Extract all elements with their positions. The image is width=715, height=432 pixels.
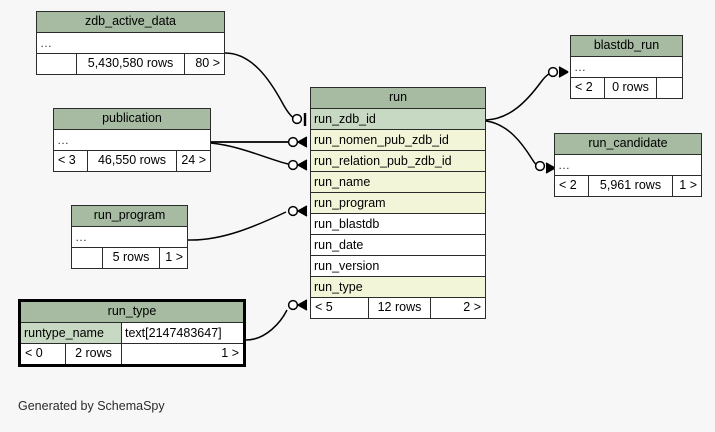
table-footer: < 0 2 rows 1 > (21, 344, 243, 364)
edge-run-program-to-run (187, 205, 308, 241)
edge-run-to-blastdb-run (485, 66, 569, 121)
cardinality-zero-marker (287, 205, 299, 217)
cardinality-zero-marker (534, 160, 546, 172)
footer-parent-count[interactable]: < 5 (311, 298, 369, 318)
cardinality-many-marker (297, 136, 308, 148)
cardinality-zero-marker (547, 66, 559, 78)
table-column-run-relation-pub-zdb-id[interactable]: run_relation_pub_zdb_id (311, 151, 485, 172)
footer-parent-count[interactable]: < 2 (571, 78, 605, 98)
table-title: run_program (72, 206, 187, 227)
footer-row-count: 5,430,580 rows (77, 54, 185, 74)
table-title: run (311, 88, 485, 109)
table-run-candidate[interactable]: run_candidate … < 2 5,961 rows 1 > (554, 133, 702, 197)
footer-parent-count[interactable]: < 2 (555, 176, 589, 196)
footer-parent-count[interactable]: < 0 (21, 344, 66, 364)
table-footer: < 2 0 rows (571, 78, 682, 98)
cardinality-zero-marker (291, 113, 303, 125)
cardinality-zero-marker (287, 299, 299, 311)
table-blastdb-run[interactable]: blastdb_run … < 2 0 rows (570, 35, 683, 99)
table-column-run-zdb-id[interactable]: run_zdb_id (311, 109, 485, 130)
footer-parent-count[interactable] (72, 248, 103, 268)
edge-run-type-to-run (245, 299, 308, 341)
table-column-run-program[interactable]: run_program (311, 193, 485, 214)
table-column-run-blastdb[interactable]: run_blastdb (311, 214, 485, 235)
footer-row-count: 46,550 rows (87, 151, 178, 171)
table-zdb-active-data[interactable]: zdb_active_data … 5,430,580 rows 80 > (36, 11, 225, 75)
table-column-run-date[interactable]: run_date (311, 235, 485, 256)
table-title: run_candidate (555, 134, 701, 155)
table-footer: < 3 46,550 rows 24 > (54, 151, 210, 171)
footer-child-count[interactable]: 24 > (177, 151, 210, 171)
table-title: blastdb_run (571, 36, 682, 57)
cardinality-many-marker (297, 299, 308, 311)
footer-child-count[interactable]: 80 > (185, 54, 224, 74)
table-footer: < 5 12 rows 2 > (311, 298, 485, 318)
footer-row-count: 0 rows (605, 78, 657, 98)
table-run-type[interactable]: run_type runtype_name text[2147483647] <… (18, 299, 246, 367)
edge-run-to-run-candidate (485, 120, 556, 174)
footer-parent-count[interactable] (37, 54, 77, 74)
table-title: run_type (21, 302, 243, 323)
table-footer: < 2 5,961 rows 1 > (555, 176, 701, 196)
columns-collapsed-ellipsis[interactable]: … (37, 33, 224, 54)
table-title: publication (54, 109, 210, 130)
table-column-run-version[interactable]: run_version (311, 256, 485, 277)
table-publication[interactable]: publication … < 3 46,550 rows 24 > (53, 108, 211, 172)
footer-row-count: 12 rows (369, 298, 431, 318)
table-column-run-name[interactable]: run_name (311, 172, 485, 193)
table-run-program[interactable]: run_program … 5 rows 1 > (71, 205, 188, 269)
footer-row-count: 5 rows (103, 248, 160, 268)
cardinality-many-marker (297, 159, 308, 171)
footer-child-count[interactable] (657, 78, 682, 98)
columns-collapsed-ellipsis[interactable]: … (54, 130, 210, 151)
column-type: text[2147483647] (122, 323, 243, 343)
columns-collapsed-ellipsis[interactable]: … (72, 227, 187, 248)
table-column-runtype-name[interactable]: runtype_name text[2147483647] (21, 323, 243, 344)
edge-publication-to-run-nomen-pub (211, 136, 308, 148)
table-footer: 5 rows 1 > (72, 248, 187, 268)
table-footer: 5,430,580 rows 80 > (37, 54, 224, 74)
cardinality-zero-marker (287, 136, 299, 148)
footer-child-count[interactable]: 2 > (431, 298, 485, 318)
cardinality-many-marker (558, 66, 569, 78)
table-column-run-nomen-pub-zdb-id[interactable]: run_nomen_pub_zdb_id (311, 130, 485, 151)
cardinality-zero-marker (287, 159, 299, 171)
column-name: runtype_name (21, 323, 122, 343)
table-title: zdb_active_data (37, 12, 224, 33)
footer-row-count: 5,961 rows (589, 176, 673, 196)
cardinality-many-marker (297, 205, 308, 217)
footer-child-count[interactable]: 1 > (122, 344, 243, 364)
edge-publication-to-run-relation-pub (210, 142, 308, 171)
footer-row-count: 2 rows (66, 344, 122, 364)
footer-child-count[interactable]: 1 > (160, 248, 187, 268)
schemaspy-credit: Generated by SchemaSpy (18, 399, 165, 413)
table-column-run-type[interactable]: run_type (311, 277, 485, 298)
columns-collapsed-ellipsis[interactable]: … (555, 155, 701, 176)
footer-child-count[interactable]: 1 > (673, 176, 701, 196)
footer-parent-count[interactable]: < 3 (54, 151, 88, 171)
columns-collapsed-ellipsis[interactable]: … (571, 57, 682, 78)
edge-zdb-active-data-to-run (224, 52, 307, 126)
table-run[interactable]: run run_zdb_id run_nomen_pub_zdb_id run_… (310, 87, 486, 319)
